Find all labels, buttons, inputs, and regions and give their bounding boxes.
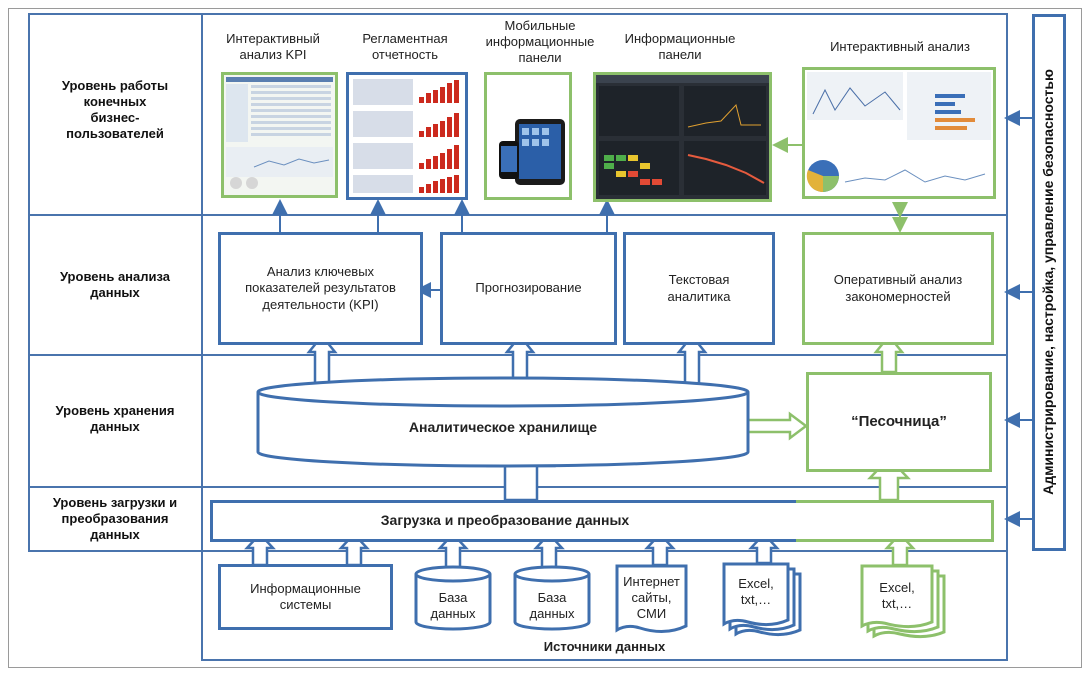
pattern-analysis-label: Оперативный анализ закономерностей xyxy=(833,272,963,304)
interactive-analysis-screenshot xyxy=(802,67,996,199)
forecast-label: Прогнозирование xyxy=(475,280,582,296)
kpi-analysis-block xyxy=(218,232,423,345)
sandbox-label: “Песочница” xyxy=(851,412,947,430)
mobile-screenshot xyxy=(484,72,572,200)
admin-security-bar xyxy=(1032,14,1066,551)
info-systems-label: Информационные системы xyxy=(250,580,361,612)
pattern-analysis-block xyxy=(802,232,994,345)
level-label-storage: Уровень хранения данных xyxy=(55,402,175,434)
kpi-screenshot xyxy=(221,72,338,198)
data-sources-title: Источники данных xyxy=(543,638,666,654)
info-systems-block xyxy=(218,564,393,630)
level-label-analysis: Уровень анализа данных xyxy=(59,268,171,300)
level-label-business: Уровень работы конечных бизнес- пользова… xyxy=(61,77,169,142)
output-title-mobile: Мобильные информационные панели xyxy=(485,17,595,66)
dashboards-screenshot xyxy=(593,72,772,202)
text-analytics-block xyxy=(623,232,775,345)
forecast-block xyxy=(440,232,617,345)
output-title-dashboards: Информационные панели xyxy=(624,30,736,62)
kpi-analysis-label: Анализ ключевых показателей результатов … xyxy=(245,264,396,312)
excel-txt-green-label: Excel, txt,… xyxy=(879,579,915,611)
excel-txt-blue-label: Excel, txt,… xyxy=(738,575,774,607)
level-label-load: Уровень загрузки и преобразования данных xyxy=(52,494,178,543)
reports-screenshot xyxy=(346,72,468,200)
output-title-interactive: Интерактивный анализ xyxy=(830,38,970,54)
figure-frame xyxy=(8,8,1082,668)
load-transform-block xyxy=(210,500,800,542)
database-2-label: База данных xyxy=(529,589,575,621)
warehouse-label: Аналитическое хранилище xyxy=(408,419,598,436)
text-analytics-label: Текстовая аналитика xyxy=(667,272,731,304)
internet-media-label: Интернет сайты, СМИ xyxy=(623,573,680,622)
sandbox-block xyxy=(806,372,992,472)
load-transform-label: Загрузка и преобразование данных xyxy=(380,512,630,529)
output-title-kpi: Интерактивный анализ KPI xyxy=(226,30,320,62)
output-title-reports: Регламентная отчетность xyxy=(362,30,448,62)
load-transform-block-green xyxy=(796,500,994,542)
database-1-label: База данных xyxy=(430,589,476,621)
